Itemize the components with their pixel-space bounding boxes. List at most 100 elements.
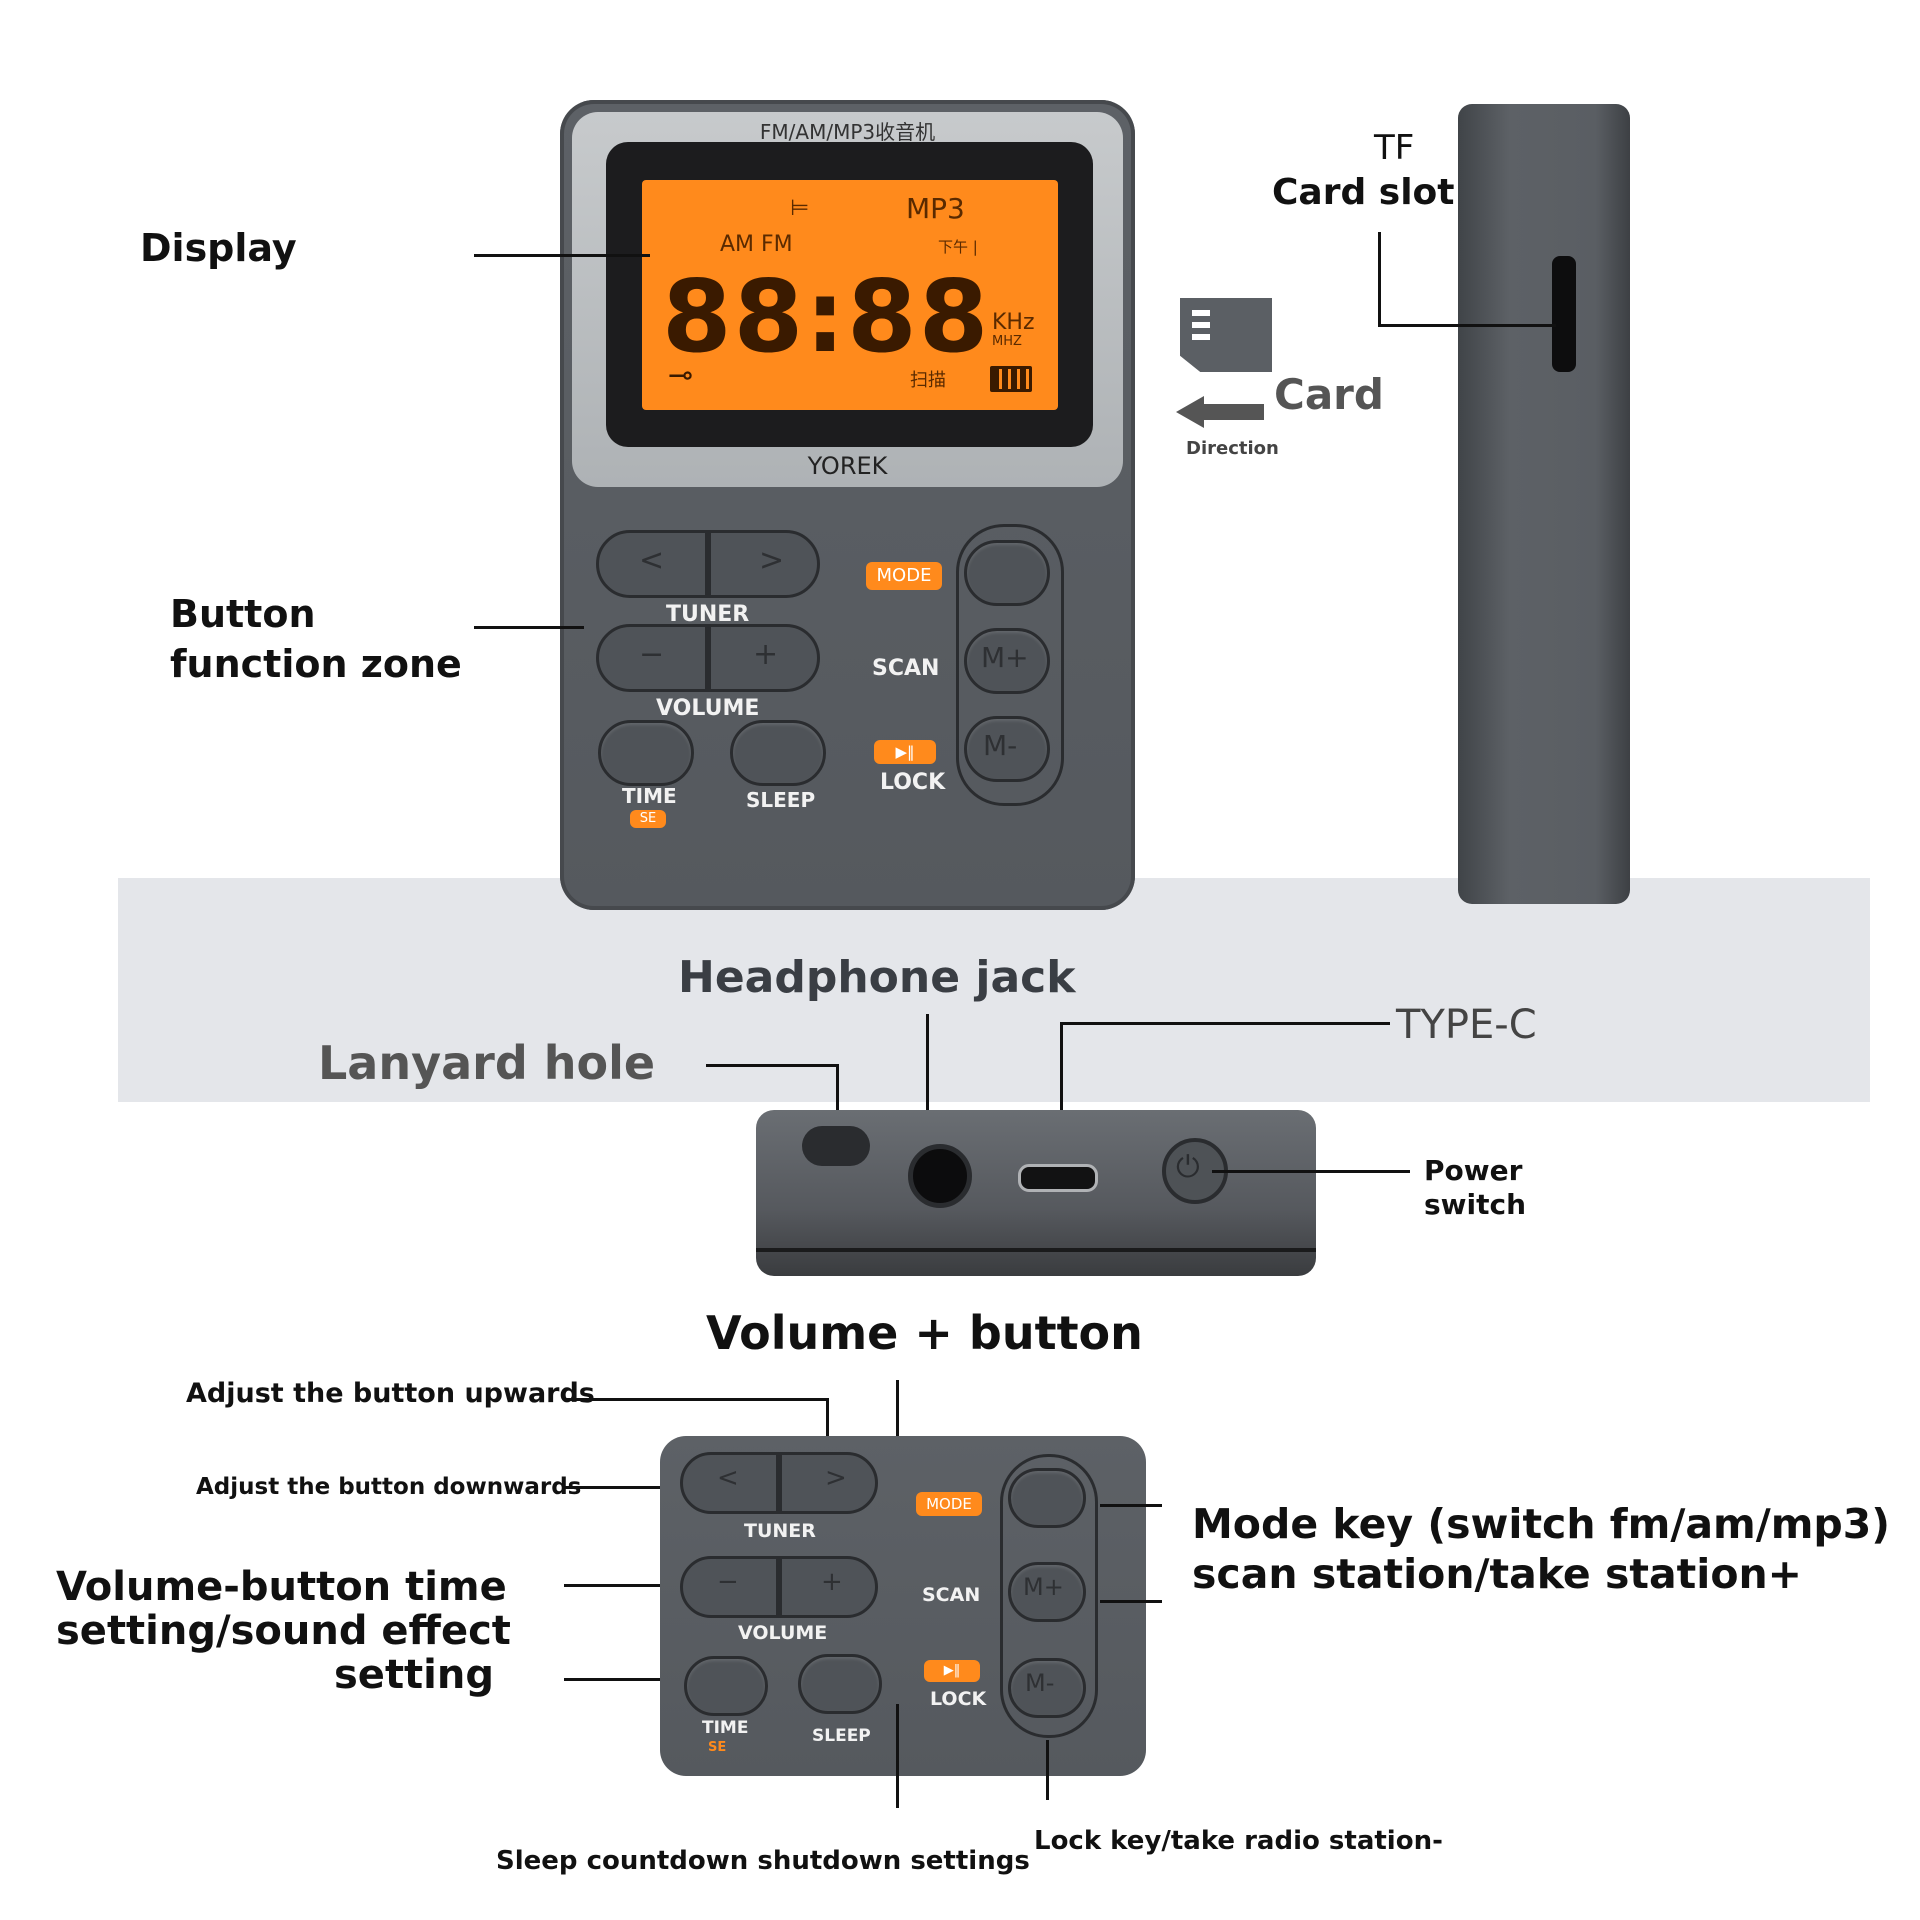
direction-label: Direction bbox=[1186, 438, 1279, 459]
battery-icon bbox=[990, 366, 1032, 392]
sleep-label: SLEEP bbox=[746, 788, 816, 812]
headphone-leader-v bbox=[926, 1014, 929, 1164]
lcd-digits: 88:88 bbox=[662, 258, 991, 375]
type-c-callout: TYPE-C bbox=[1396, 1002, 1537, 1048]
detail-plus-icon: + bbox=[821, 1567, 843, 1597]
mode-leader-h1 bbox=[1100, 1504, 1162, 1507]
bed-icon: ⊨ bbox=[790, 196, 810, 221]
detail-time-label: TIME bbox=[702, 1718, 749, 1738]
volume-button[interactable]: − + bbox=[596, 624, 820, 692]
button-zone-callout-line1: Button bbox=[170, 592, 316, 636]
power-leader-h bbox=[1212, 1170, 1410, 1173]
sleep-leader-v bbox=[896, 1704, 899, 1808]
tuner-label: TUNER bbox=[666, 602, 750, 627]
right-button-column bbox=[956, 524, 1064, 806]
background-band bbox=[118, 878, 1870, 1102]
adjust-down-callout: Adjust the button downwards bbox=[196, 1474, 582, 1500]
m-minus-glyph: M- bbox=[983, 729, 1018, 762]
detail-m-plus-button[interactable]: M+ bbox=[1008, 1562, 1086, 1622]
detail-mode-label: MODE bbox=[916, 1492, 982, 1516]
sleep-button[interactable] bbox=[730, 720, 826, 786]
prev-icon: < bbox=[639, 543, 665, 578]
time-label: TIME bbox=[622, 784, 677, 808]
mode-key-callout-1: Mode key (switch fm/am/mp3) bbox=[1192, 1500, 1891, 1548]
power-switch-callout-2: switch bbox=[1424, 1188, 1527, 1221]
sd-card-icon bbox=[1180, 298, 1272, 372]
card-label: Card bbox=[1274, 370, 1384, 419]
detail-tuner-button[interactable]: < > bbox=[680, 1452, 878, 1514]
lock-key-callout: Lock key/take radio station- bbox=[1034, 1826, 1443, 1856]
lcd-band: AM FM bbox=[720, 232, 793, 257]
detail-prev-icon: < bbox=[717, 1463, 739, 1493]
volume-leader-h bbox=[564, 1584, 670, 1587]
detail-volume-label: VOLUME bbox=[738, 1622, 828, 1644]
card-slot-leader-h bbox=[1378, 324, 1556, 327]
brand-label: YOREK bbox=[807, 452, 888, 480]
detail-volume-button[interactable]: − + bbox=[680, 1556, 878, 1618]
detail-tuner-label: TUNER bbox=[744, 1520, 816, 1542]
detail-minus-icon: − bbox=[717, 1567, 739, 1597]
detail-mode-button[interactable] bbox=[1008, 1468, 1086, 1528]
detail-sleep-button[interactable] bbox=[798, 1654, 882, 1714]
adjust-up-callout: Adjust the button upwards bbox=[186, 1378, 595, 1409]
volume-time-callout-3: setting bbox=[334, 1652, 494, 1698]
detail-play-pause-icon: ▶‖ bbox=[924, 1660, 980, 1682]
type-c-port bbox=[1018, 1164, 1098, 1192]
detail-se-label: SE bbox=[708, 1740, 727, 1755]
top-caption: FM/AM/MP3收音机 bbox=[759, 120, 936, 144]
typec-leader-v bbox=[1060, 1022, 1063, 1178]
adjust-up-leader-v bbox=[826, 1398, 829, 1450]
power-icon: ⏻ bbox=[1176, 1150, 1200, 1185]
play-pause-icon: ▶‖ bbox=[874, 740, 936, 764]
lock-leader-v bbox=[1046, 1740, 1049, 1800]
lcd-scan: 扫描 bbox=[910, 370, 946, 391]
card-slot-leader-v bbox=[1378, 232, 1381, 326]
next-icon: > bbox=[759, 543, 785, 578]
detail-time-button[interactable] bbox=[684, 1656, 768, 1716]
lanyard-hole bbox=[802, 1126, 870, 1166]
volume-time-callout-1: Volume-button time bbox=[56, 1564, 507, 1610]
bottom-edge-strip bbox=[756, 1248, 1316, 1252]
radio-front-view: FM/AM/MP3收音机 ⊨ MP3 AM FM 下午 | 88:88 KHz … bbox=[560, 100, 1135, 910]
tuner-button[interactable]: < > bbox=[596, 530, 820, 598]
lcd-unit-mhz: MHZ bbox=[992, 334, 1022, 349]
m-plus-button[interactable]: M+ bbox=[964, 628, 1050, 694]
typec-leader-h bbox=[1060, 1022, 1390, 1025]
detail-m-minus-button[interactable]: M- bbox=[1008, 1658, 1086, 1718]
display-leader-line bbox=[474, 254, 650, 257]
direction-arrow-icon bbox=[1176, 396, 1204, 428]
lanyard-leader-v bbox=[836, 1064, 839, 1128]
screen-bezel: FM/AM/MP3收音机 ⊨ MP3 AM FM 下午 | 88:88 KHz … bbox=[572, 112, 1123, 487]
lcd-unit-khz: KHz bbox=[992, 310, 1035, 335]
power-switch[interactable]: ⏻ bbox=[1162, 1138, 1228, 1204]
mode-button[interactable] bbox=[964, 540, 1050, 606]
detail-sleep-label: SLEEP bbox=[812, 1726, 871, 1746]
volume-plus-callout: Volume + button bbox=[706, 1306, 1143, 1360]
detail-m-minus-glyph: M- bbox=[1025, 1669, 1055, 1697]
radio-detail-view: < > TUNER − + VOLUME TIME SE SLEEP MODE … bbox=[660, 1436, 1146, 1776]
time-button[interactable] bbox=[598, 720, 694, 786]
se-label: SE bbox=[630, 810, 666, 828]
lcd-pm: 下午 | bbox=[938, 238, 978, 256]
key-lock-icon: ⊸ bbox=[668, 358, 694, 393]
tf-label: TF bbox=[1374, 128, 1415, 168]
detail-right-column bbox=[1000, 1454, 1098, 1738]
mode-key-callout-2: scan station/take station+ bbox=[1192, 1550, 1803, 1598]
mode-leader-h2 bbox=[1100, 1600, 1162, 1603]
screen-frame: ⊨ MP3 AM FM 下午 | 88:88 KHz MHZ ⊸ 扫描 bbox=[606, 142, 1093, 447]
volume-time-callout-2: setting/sound effect bbox=[56, 1608, 511, 1654]
radio-side-view bbox=[1458, 104, 1630, 904]
detail-lock-label: LOCK bbox=[930, 1688, 987, 1710]
lcd-display: ⊨ MP3 AM FM 下午 | 88:88 KHz MHZ ⊸ 扫描 bbox=[642, 180, 1058, 410]
m-minus-button[interactable]: M- bbox=[964, 716, 1050, 782]
direction-arrow-shaft bbox=[1202, 404, 1264, 420]
button-zone-callout-line2: function zone bbox=[170, 642, 462, 686]
adjust-up-leader-h bbox=[566, 1398, 826, 1401]
m-plus-glyph: M+ bbox=[981, 641, 1029, 674]
detail-scan-label: SCAN bbox=[922, 1584, 981, 1606]
tf-card-slot bbox=[1552, 256, 1576, 372]
lanyard-leader-h bbox=[706, 1064, 838, 1067]
power-switch-callout-1: Power bbox=[1424, 1154, 1523, 1187]
detail-next-icon: > bbox=[825, 1463, 847, 1493]
scan-label: SCAN bbox=[872, 656, 940, 681]
